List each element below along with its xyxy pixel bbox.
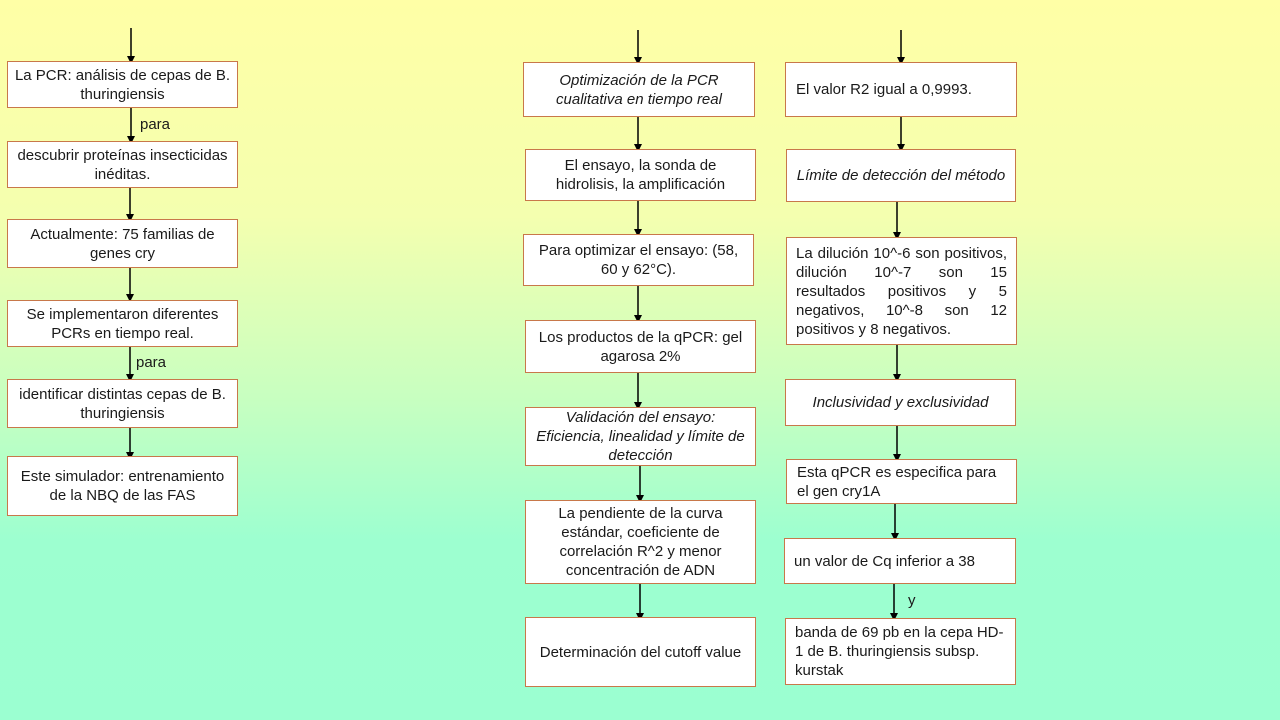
- flow-box: un valor de Cq inferior a 38: [784, 538, 1016, 584]
- flow-box: Optimización de la PCR cualitativa en ti…: [523, 62, 755, 117]
- flow-box: Límite de detección del método: [786, 149, 1016, 202]
- flow-box: identificar distintas cepas de B. thurin…: [7, 379, 238, 428]
- flow-box: Actualmente: 75 familias de genes cry: [7, 219, 238, 268]
- flow-box: banda de 69 pb en la cepa HD-1 de B. thu…: [785, 618, 1016, 685]
- flow-box: descubrir proteínas insecticidas inédita…: [7, 141, 238, 188]
- connector-label: y: [908, 592, 916, 609]
- flow-box: Validación del ensayo: Eficiencia, linea…: [525, 407, 756, 466]
- flow-box: Este simulador: entrenamiento de la NBQ …: [7, 456, 238, 516]
- flow-box: Esta qPCR es especifica para el gen cry1…: [786, 459, 1017, 504]
- flow-box: La PCR: análisis de cepas de B. thuringi…: [7, 61, 238, 108]
- flow-box: La pendiente de la curva estándar, coefi…: [525, 500, 756, 584]
- flow-box: Se implementaron diferentes PCRs en tiem…: [7, 300, 238, 347]
- flow-box: Determinación del cutoff value: [525, 617, 756, 687]
- flow-box: El ensayo, la sonda de hidrolisis, la am…: [525, 149, 756, 201]
- flow-box: El valor R2 igual a 0,9993.: [785, 62, 1017, 117]
- flow-box: Inclusividad y exclusividad: [785, 379, 1016, 426]
- connector-label: para: [140, 116, 171, 133]
- flow-box: Los productos de la qPCR: gel agarosa 2%: [525, 320, 756, 373]
- flow-box: La dilución 10^-6 son positivos, dilució…: [786, 237, 1017, 345]
- flow-box: Para optimizar el ensayo: (58, 60 y 62°C…: [523, 234, 754, 286]
- connector-label: para: [136, 354, 167, 371]
